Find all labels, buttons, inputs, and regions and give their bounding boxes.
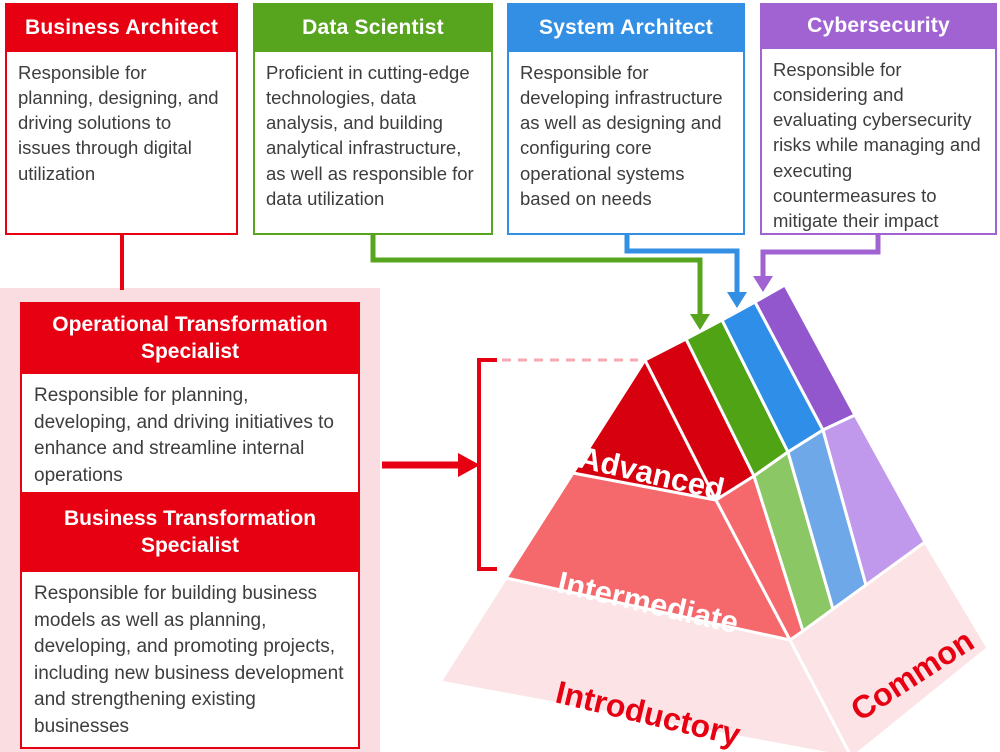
card-business-transformation-specialist: Business Transformation Specialist Respo… [20,492,360,749]
arrowhead-system-architect [727,292,747,308]
connector-cybersecurity [760,235,881,278]
card-business-transformation-description: Responsible for building business models… [34,583,344,737]
card-system-architect: System Architect Responsible for develop… [507,3,745,235]
card-business-transformation-header: Business Transformation Specialist [22,494,358,572]
card-cybersecurity: Cybersecurity Responsible for considerin… [760,3,997,235]
card-cybersecurity-header: Cybersecurity [762,5,995,47]
arrowhead-data-scientist [690,314,710,330]
card-data-scientist-header: Data Scientist [255,5,491,50]
connector-system-architect [624,235,740,294]
connector-data-scientist [370,235,703,316]
card-operational-transformation-description: Responsible for planning, developing, an… [34,385,334,486]
card-data-scientist: Data Scientist Proficient in cutting-edg… [253,3,493,235]
card-cybersecurity-description: Responsible for considering and evaluati… [762,46,995,233]
card-business-architect: Business Architect Responsible for plann… [5,3,238,235]
arrowhead-cybersecurity [753,276,773,292]
card-data-scientist-description: Proficient in cutting-edge technologies,… [255,50,491,233]
card-operational-transformation-specialist: Operational Transformation Specialist Re… [20,302,360,498]
card-system-architect-header: System Architect [509,5,743,50]
specialists-arrowhead [458,453,480,477]
card-operational-transformation-header: Operational Transformation Specialist [22,304,358,374]
stripe-intermediate-cybersecurity [821,413,927,587]
card-system-architect-description: Responsible for developing infrastructur… [509,50,743,233]
pyramid [438,283,990,752]
card-business-architect-description: Responsible for planning, designing, and… [7,50,236,233]
card-business-architect-header: Business Architect [7,5,236,50]
specialists-panel: Operational Transformation Specialist Re… [0,288,380,752]
levels-bracket [477,358,497,571]
